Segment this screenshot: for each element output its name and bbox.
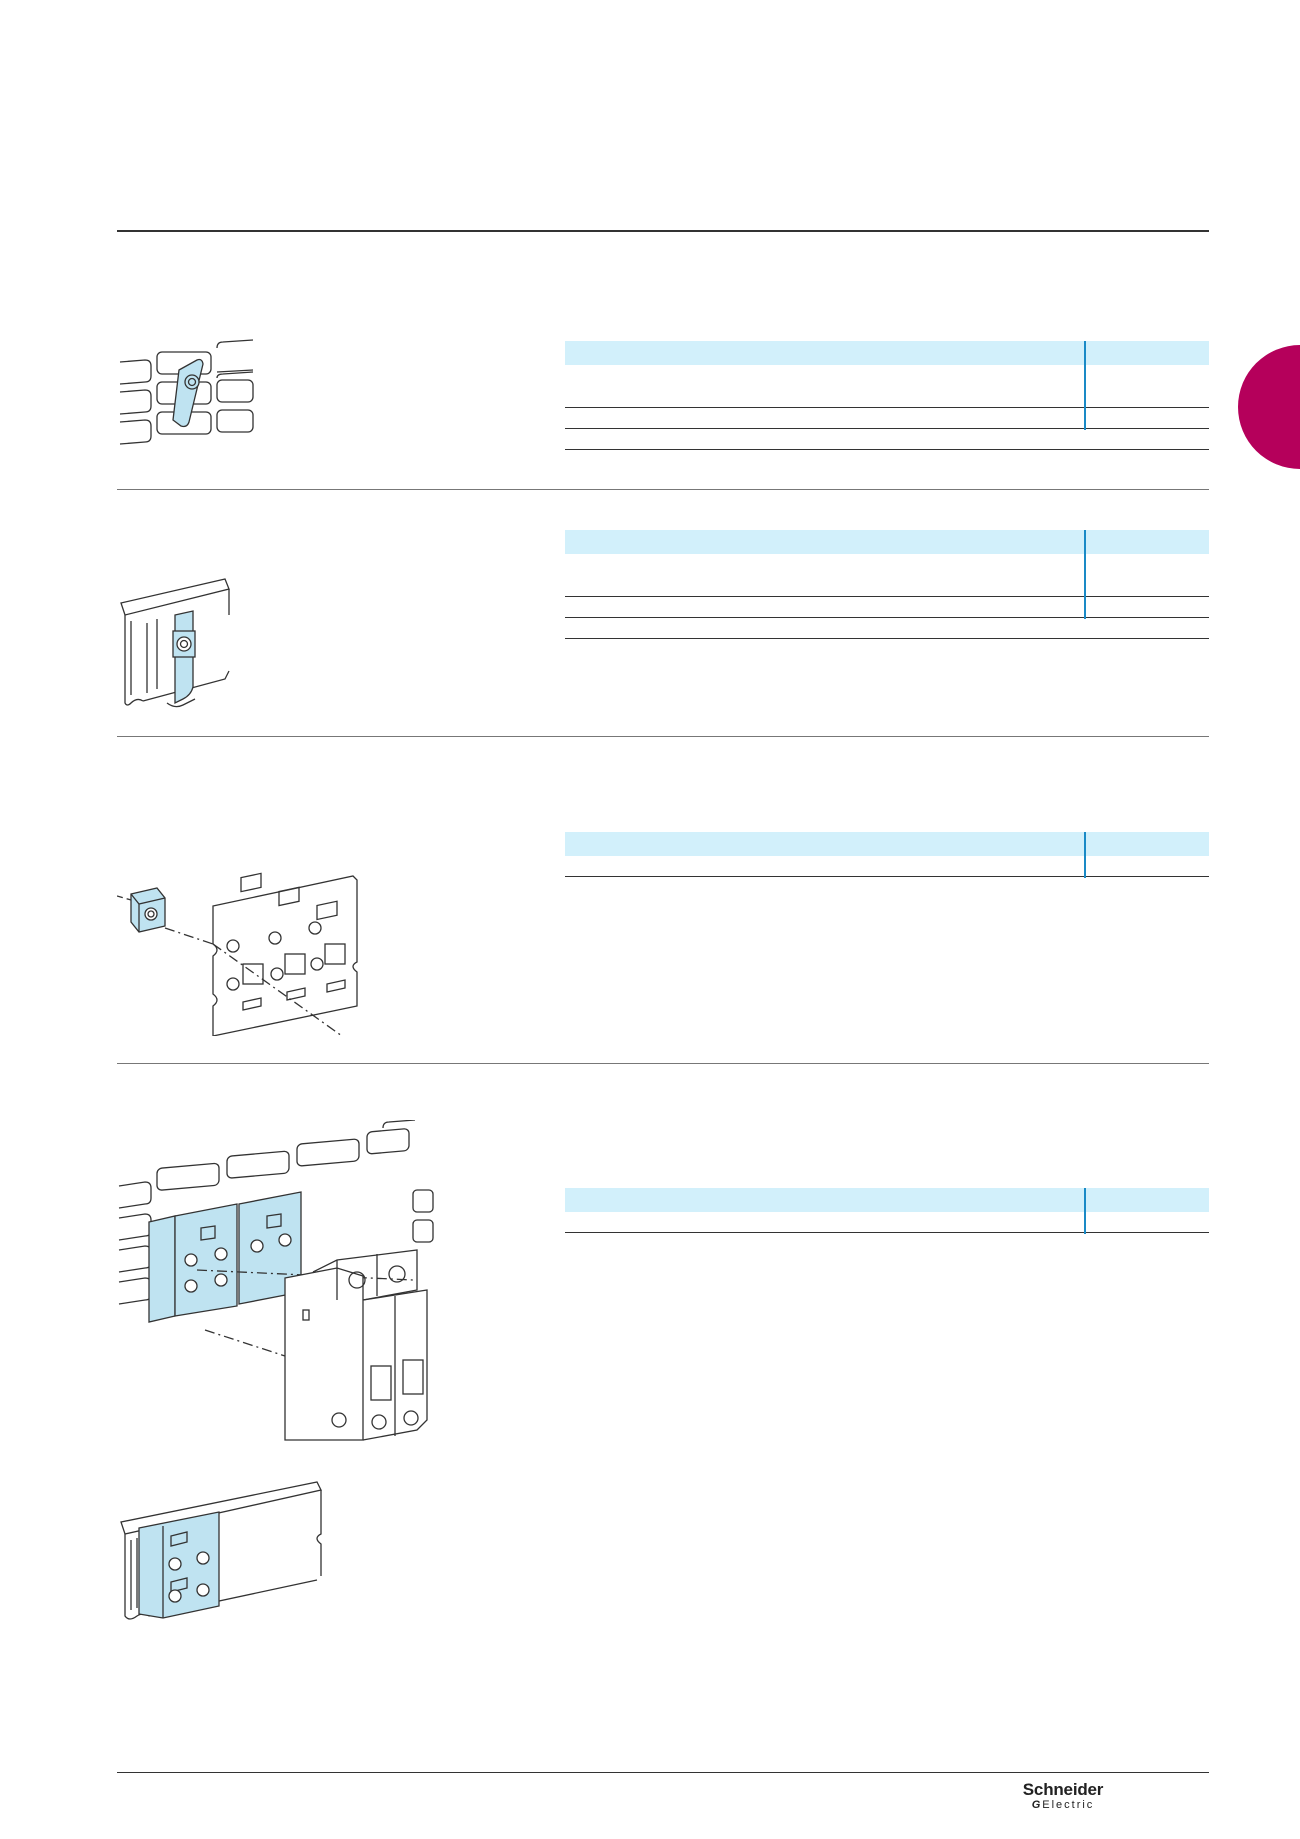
section-divider — [117, 489, 1209, 490]
header-rule — [117, 230, 1209, 232]
cage-nut-on-perforated-panel-icon — [117, 330, 257, 460]
brand-mark: G — [1031, 1799, 1041, 1811]
table-row — [565, 597, 1209, 619]
section-divider — [117, 736, 1209, 737]
table-header — [565, 341, 1209, 365]
table-row — [565, 618, 1209, 639]
brand-sub-text: Electric — [1042, 1799, 1095, 1811]
footer-rule — [117, 1772, 1209, 1773]
table-row — [565, 856, 1209, 878]
section-divider — [117, 1063, 1209, 1064]
table-row — [565, 554, 1209, 598]
cage-nut-on-slotted-upright-icon — [117, 866, 387, 1036]
table-row — [565, 408, 1209, 430]
reference-table — [565, 341, 1209, 450]
reference-table — [565, 530, 1209, 639]
reference-table — [565, 1188, 1209, 1234]
table-row — [565, 365, 1209, 409]
reference-table — [565, 832, 1209, 878]
din-rail-adapter-with-circuit-breaker-icon — [117, 1120, 437, 1450]
section-tab-marker — [1238, 345, 1300, 469]
table-header — [565, 530, 1209, 554]
table-row — [565, 429, 1209, 450]
adapter-on-din-rail-icon — [117, 1478, 327, 1628]
table-row — [565, 1212, 1209, 1234]
brand-name: Schneider — [1022, 1780, 1104, 1799]
table-header — [565, 1188, 1209, 1212]
table-header — [565, 832, 1209, 856]
clip-nut-on-din-rail-icon — [117, 575, 237, 710]
